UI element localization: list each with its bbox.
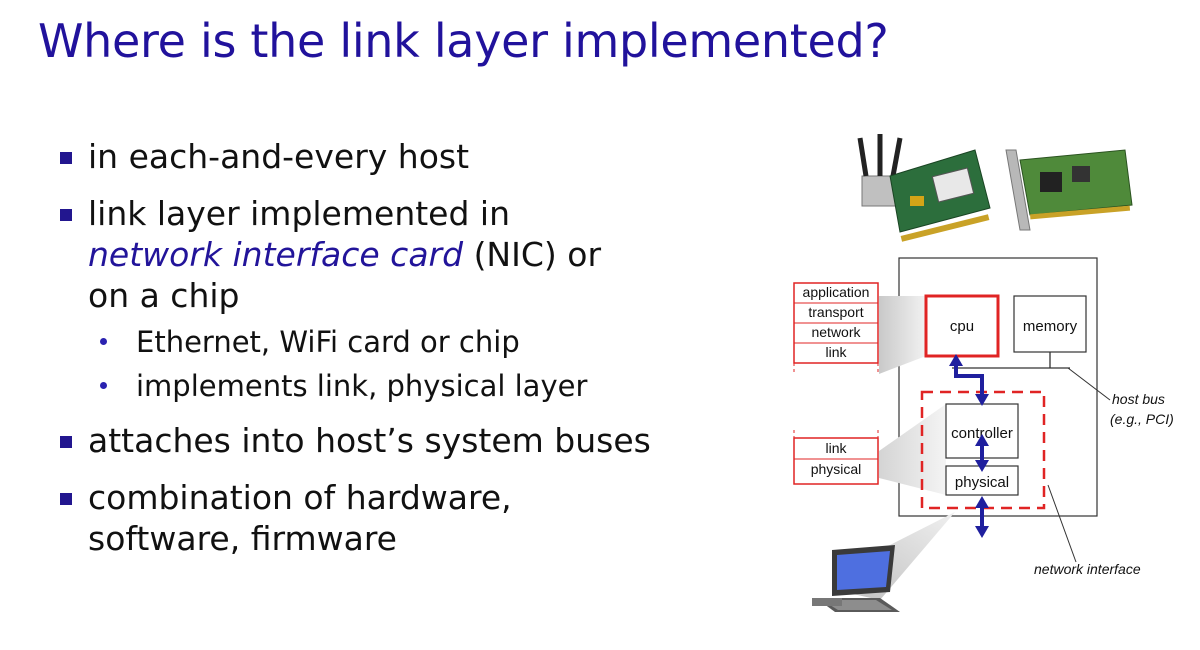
nic-emphasis: network interface card	[88, 235, 464, 274]
bullet-list: in each-and-every host link layer implem…	[60, 136, 700, 575]
stack-layer-transport: transport	[808, 304, 863, 320]
square-bullet-icon	[60, 209, 72, 221]
arrow-down-icon	[975, 394, 989, 406]
bullet-text: in each-and-every host	[88, 137, 470, 176]
bullet-item: link layer implemented in network interf…	[60, 193, 700, 316]
bullet-text: on a chip	[88, 276, 240, 315]
sub-bullet-item: implements link, physical layer	[100, 368, 700, 404]
cpu-label: cpu	[950, 318, 974, 335]
bullet-text: link layer implemented in	[88, 194, 510, 233]
bullet-text: attaches into host’s system buses	[88, 421, 651, 460]
nic-protocol-stack: link physical	[793, 430, 879, 485]
arrow-up-icon	[975, 434, 989, 446]
arrow-down-icon	[975, 460, 989, 472]
bullet-text: software, firmware	[88, 519, 397, 558]
physical-label: physical	[955, 474, 1009, 491]
square-bullet-icon	[60, 152, 72, 164]
stack-layer-link: link	[825, 440, 847, 456]
square-bullet-icon	[60, 436, 72, 448]
bullet-item: in each-and-every host	[60, 136, 700, 177]
wifi-card-image	[857, 134, 991, 242]
bullet-text: combination of hardware,	[88, 478, 512, 517]
host-bus-example: (e.g., PCI)	[1110, 411, 1174, 427]
bullet-text: (NIC) or	[473, 235, 602, 274]
stack-layer-link: link	[825, 344, 847, 360]
dot-bullet-icon	[100, 338, 107, 345]
page-title: Where is the link layer implemented?	[38, 14, 889, 68]
ethernet-card-image	[1005, 149, 1133, 231]
stack-connector-bottom	[879, 404, 946, 495]
bullet-item: attaches into host’s system buses	[60, 420, 700, 461]
cpu-box	[924, 294, 1000, 358]
bullet-item: combination of hardware, software, firmw…	[60, 477, 700, 559]
dot-bullet-icon	[100, 382, 107, 389]
stack-connector-top	[879, 296, 926, 374]
stack-layer-application: application	[803, 284, 870, 300]
stack-layer-physical: physical	[811, 461, 862, 477]
sub-bullet-text: implements link, physical layer	[136, 369, 588, 403]
host-bus-label: host bus	[1112, 391, 1165, 407]
arrow-down-icon	[975, 526, 989, 538]
square-bullet-icon	[60, 493, 72, 505]
network-interface-label: network interface	[1034, 561, 1141, 577]
stack-layer-network: network	[811, 324, 861, 340]
computer-icon	[812, 545, 900, 612]
host-protocol-stack: application transport network link	[793, 282, 879, 372]
network-interface-pointer	[1047, 484, 1077, 563]
memory-label: memory	[1023, 318, 1078, 335]
arrow-up-icon	[975, 496, 989, 508]
controller-label: controller	[951, 425, 1013, 442]
sub-bullet-text: Ethernet, WiFi card or chip	[136, 325, 520, 359]
sub-bullet-item: Ethernet, WiFi card or chip	[100, 324, 700, 360]
sub-bullet-list: Ethernet, WiFi card or chip implements l…	[60, 324, 700, 404]
